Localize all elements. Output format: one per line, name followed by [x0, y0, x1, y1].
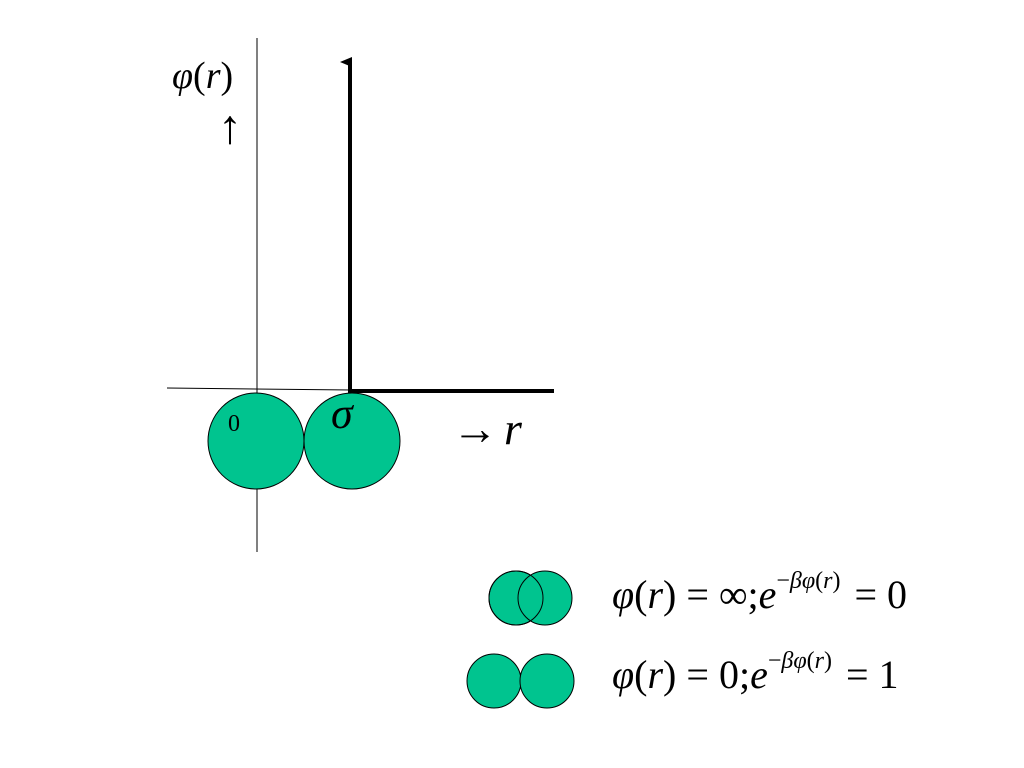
horizontal-axis-line	[166, 387, 353, 391]
overlap-sphere-left-outline	[488, 570, 544, 626]
legend-equation-touching: φ(r)=0;e−βφ(r)=1	[612, 648, 899, 697]
sigma-label: σ	[331, 389, 355, 438]
origin-sphere	[207, 392, 305, 490]
origin-label: 0	[228, 411, 240, 437]
x-axis-label: →r	[452, 403, 523, 454]
overlap-sphere-right	[517, 570, 573, 626]
y-axis-arrow: ↑	[218, 101, 242, 154]
touching-sphere-right	[519, 653, 575, 709]
touching-sphere-left	[466, 653, 522, 709]
y-axis-label: φ(r)	[172, 55, 233, 97]
legend-equation-overlap: φ(r)=∞;e−βφ(r)=0	[612, 568, 907, 617]
